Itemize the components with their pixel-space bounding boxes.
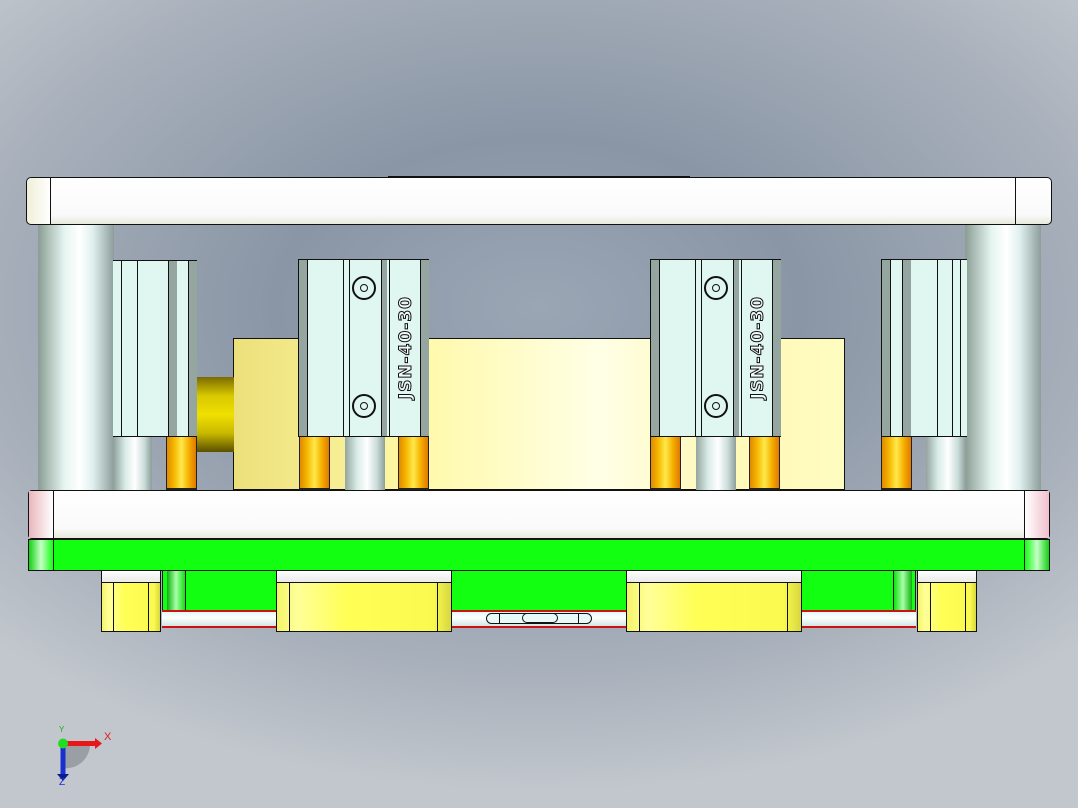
mounting-bolt-icon (704, 276, 728, 300)
green-post-right (893, 571, 912, 612)
piston-rod (345, 437, 385, 490)
piston-rod (114, 437, 152, 490)
top-plate[interactable] (26, 177, 1052, 225)
yellow-foot-center-left[interactable] (276, 582, 452, 632)
cylinder-model-label: JSN-40-30 (396, 296, 417, 400)
brass-bushing (299, 437, 330, 490)
slot-indicator (486, 613, 592, 624)
air-cylinder-center-right[interactable]: JSN-40-30 (650, 259, 781, 437)
air-cylinder-center-left[interactable]: JSN-40-30 (298, 259, 429, 437)
axis-triad[interactable]: X Y Z (50, 725, 120, 790)
mounting-bolt-icon (352, 276, 376, 300)
brass-bushing (881, 437, 912, 490)
cylinder-model-label: JSN-40-30 (748, 296, 769, 400)
piston-rod (696, 437, 736, 490)
axis-z-label: Z (59, 777, 66, 788)
axis-y-label: Y (59, 725, 65, 734)
air-cylinder-right-partial[interactable] (881, 259, 967, 437)
brass-bushing (650, 437, 681, 490)
brass-bushing (166, 437, 197, 490)
gold-shaft[interactable] (197, 377, 234, 452)
yellow-foot-center-right[interactable] (626, 582, 802, 632)
middle-plate[interactable] (28, 490, 1050, 539)
mounting-bolt-icon (704, 394, 728, 418)
yellow-foot-left[interactable] (101, 582, 161, 632)
mounting-bolt-icon (352, 394, 376, 418)
axis-triad-icon (57, 738, 102, 781)
yellow-foot-right[interactable] (917, 582, 977, 632)
piston-rod (926, 437, 966, 490)
green-post-left (167, 571, 186, 612)
green-base-plate[interactable] (28, 539, 1050, 571)
axis-x-label: X (104, 731, 112, 743)
brass-bushing (398, 437, 429, 490)
brass-bushing (749, 437, 780, 490)
air-cylinder-left-partial[interactable] (113, 260, 197, 437)
guide-pillar-left[interactable] (38, 224, 114, 490)
guide-pillar-right[interactable] (965, 224, 1041, 490)
